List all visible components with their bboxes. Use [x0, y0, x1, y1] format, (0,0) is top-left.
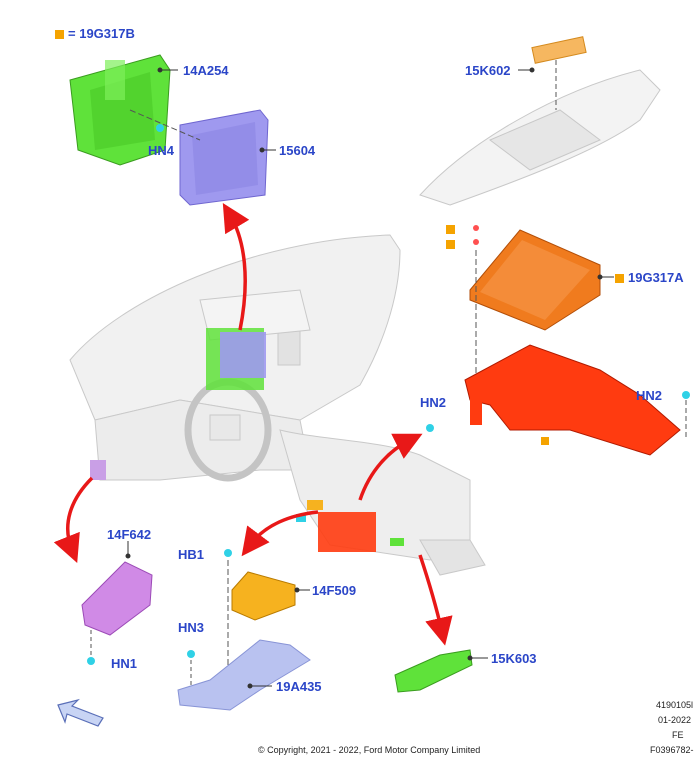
marker-square-icon	[446, 225, 455, 234]
copyright-notice: © Copyright, 2021 - 2022, Ford Motor Com…	[258, 745, 481, 755]
ref-market: FE	[672, 730, 684, 740]
label-hn3: HN3	[178, 620, 205, 635]
body-control-module-group	[69, 54, 269, 206]
marker-square-icon	[55, 30, 64, 39]
label-15k602: 15K602	[465, 63, 511, 78]
label-19a435: 19A435	[276, 679, 322, 694]
label-hn1: HN1	[111, 656, 138, 671]
legend-code: 19G317B	[79, 26, 135, 41]
dashboard-highlight	[206, 328, 404, 552]
label-hn4: HN4	[148, 143, 175, 158]
marker-pair-2	[446, 237, 459, 251]
ref-figure: F0396782-	[650, 745, 694, 755]
view-direction-arrow	[57, 698, 104, 727]
green-module-15k603	[394, 649, 473, 693]
label-hn2-right: HN2	[636, 388, 663, 403]
gateway-module-group	[426, 225, 690, 456]
ref-number: 4190105l	[656, 700, 694, 710]
marker-pair	[446, 222, 459, 236]
legend: = 19G317B	[55, 27, 135, 41]
overhead-console	[419, 36, 661, 206]
pink-module	[81, 460, 153, 665]
label-14f642: 14F642	[107, 527, 152, 542]
marker-square-icon	[446, 240, 455, 249]
ref-date: 01-2022	[658, 715, 692, 725]
pointer-arrows	[53, 202, 453, 646]
label-19g317a-text: 19G317A	[628, 270, 684, 285]
label-14a254: 14A254	[183, 63, 229, 78]
leader-lines	[125, 67, 614, 689]
legend-equals: =	[68, 26, 76, 41]
yellow-module-group	[177, 549, 311, 711]
label-hb1: HB1	[178, 547, 205, 562]
label-hn2-left: HN2	[420, 395, 447, 410]
label-15604: 15604	[279, 143, 316, 158]
label-14f509: 14F509	[312, 583, 357, 598]
label-15k603: 15K603	[491, 651, 537, 666]
label-19g317a: 19G317A	[615, 271, 684, 285]
marker-square-icon	[615, 274, 624, 283]
